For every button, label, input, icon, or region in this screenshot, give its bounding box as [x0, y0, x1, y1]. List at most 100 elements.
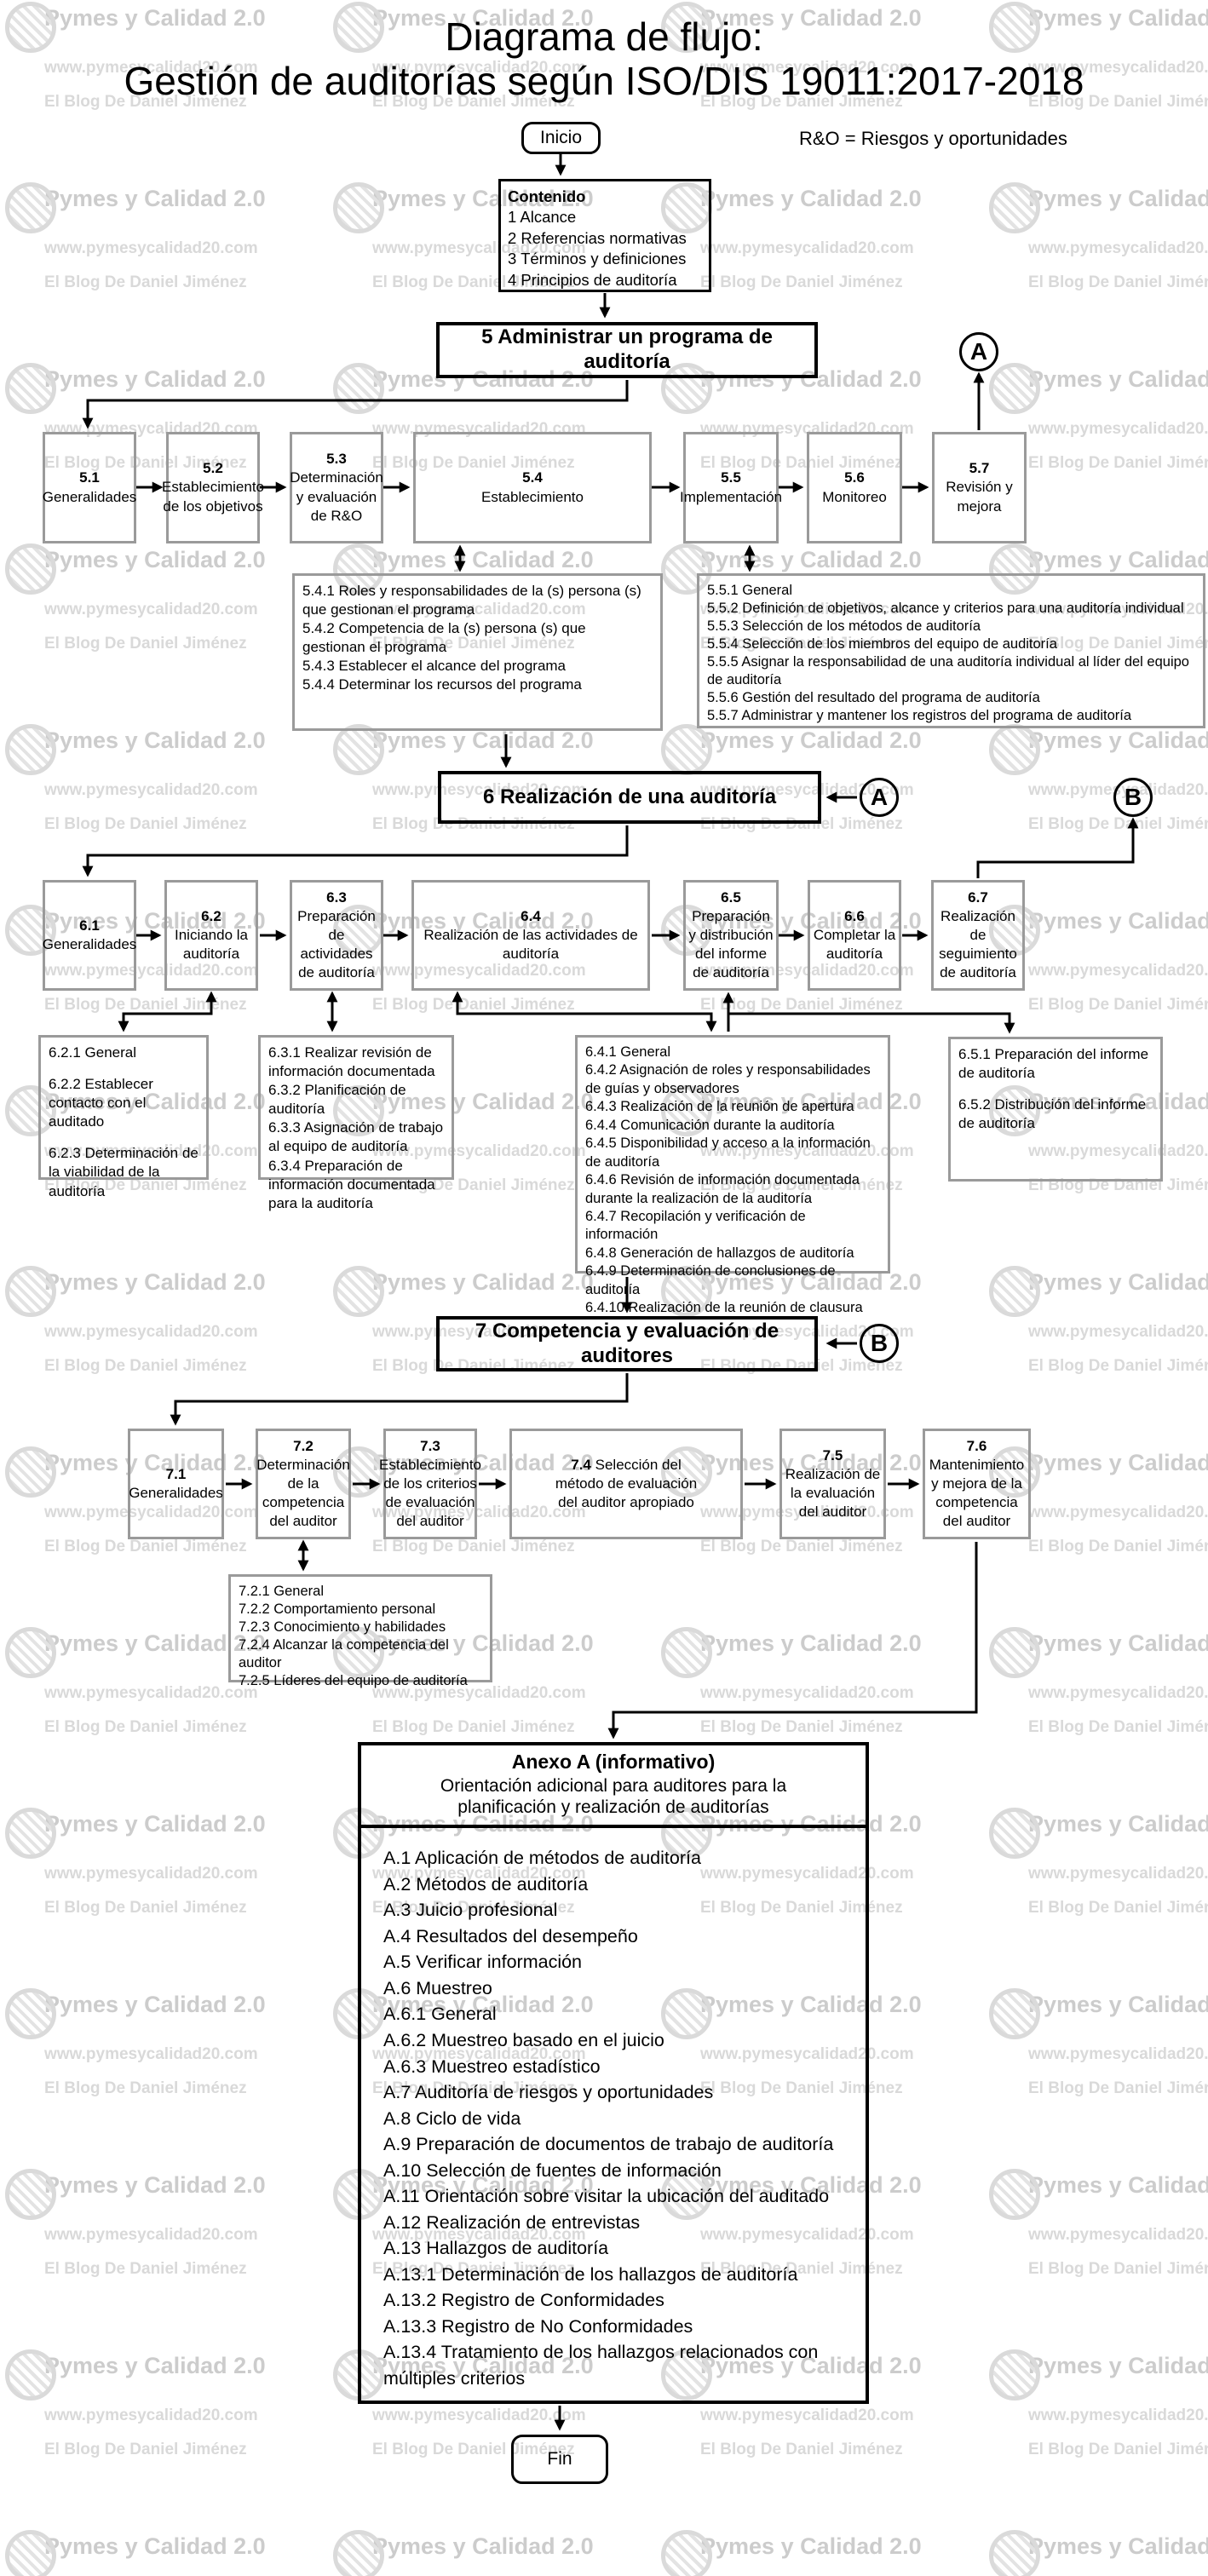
start-node: Inicio	[521, 122, 601, 154]
arrow-76-anexo	[607, 1542, 978, 1739]
detail-6-4: 6.4.1 General 6.4.2 Asignación de roles y…	[575, 1035, 890, 1315]
detail-item: A.7 Auditoría de riesgos y oportunidades	[383, 2082, 714, 2103]
detail-item: 5.5.6 Gestión del resultado del programa…	[707, 689, 1040, 705]
arrow-67-circleB	[976, 817, 1139, 878]
detail-item: 7.2.4 Alcanzar la competencia del audito…	[239, 1636, 449, 1670]
detail-item: A.13.2 Registro de Conformidades	[383, 2290, 664, 2311]
connector-b-label: B	[870, 1330, 889, 1356]
contenido-item: 2 Referencias normativas	[508, 228, 687, 247]
detail-item: A.6 Muestreo	[383, 1977, 492, 1998]
detail-item: 6.4.6 Revisión de información documentad…	[585, 1172, 860, 1206]
detail-item: 6.5.2 Distribución del informe de audito…	[958, 1096, 1147, 1132]
detail-item: 6.4.5 Disponibilidad y acceso a la infor…	[585, 1136, 871, 1170]
detail-item: 5.4.4 Determinar los recursos del progra…	[302, 676, 582, 693]
anexo-title: Anexo A (informativo)	[511, 1751, 716, 1773]
connector-a-label: A	[969, 338, 988, 365]
detail-item: 6.3.3 Asignación de trabajo al equipo de…	[268, 1119, 444, 1155]
box-7-4: 7.4 Selección del método de evaluación d…	[509, 1429, 743, 1539]
detail-item: 6.3.4 Preparación de información documen…	[268, 1157, 435, 1211]
detail-7-2: 7.2.1 General 7.2.2 Comportamiento person…	[228, 1574, 492, 1688]
detail-item: 6.2.1 General	[49, 1044, 137, 1061]
detail-item: 7.2.2 Comportamiento personal	[239, 1601, 436, 1617]
arrow-header6-box61	[82, 825, 629, 877]
arrow-62-detail	[118, 991, 217, 1032]
legend-note: R&O = Riesgos y oportunidades	[799, 128, 1067, 149]
section6-header: 6 Realización de una auditoría	[438, 771, 821, 824]
contenido-box: Contenido 1 Alcance 2 Referencias normat…	[498, 179, 711, 292]
detail-item: 6.4.7 Recopilación y verificación de inf…	[585, 1208, 806, 1243]
detail-item: A.13.3 Registro de No Conformidades	[383, 2315, 693, 2337]
detail-item: A.5 Verificar información	[383, 1952, 583, 1973]
contenido-title: Contenido	[508, 187, 586, 205]
contenido-item: 4 Principios de auditoría	[508, 270, 677, 289]
detail-6-3: 6.3.1 Realizar revisión de información d…	[258, 1035, 454, 1211]
detail-item: A.13.4 Tratamiento de los hallazgos rela…	[383, 2342, 819, 2389]
detail-item: A.4 Resultados del desempeño	[383, 1925, 638, 1946]
detail-item: 5.5.5 Asignar la responsabilidad de una …	[707, 653, 1189, 687]
detail-item: 6.2.3 Determinación de la viabilidad de …	[49, 1145, 198, 1199]
detail-item: 6.3.1 Realizar revisión de información d…	[268, 1044, 435, 1080]
detail-item: A.3 Juicio profesional	[383, 1900, 558, 1921]
detail-item: 6.4.10 Realización de la reunión de clau…	[585, 1300, 863, 1316]
detail-item: A.13.1 Determinación de los hallazgos de…	[383, 2263, 798, 2285]
connector-b-section7: B	[860, 1324, 899, 1363]
detail-item: A.13 Hallazgos de auditoría	[383, 2238, 609, 2259]
detail-item: 5.4.1 Roles y responsabilidades de la (s…	[302, 583, 641, 618]
arrow-65-detail	[729, 1012, 1015, 1034]
detail-item: A.10 Selección de fuentes de información	[383, 2159, 722, 2181]
detail-5-4: 5.4.1 Roles y responsabilidades de la (s…	[292, 573, 663, 731]
detail-item: 7.2.3 Conocimiento y habilidades	[239, 1619, 446, 1635]
detail-item: 5.5.4 Selección de los miembros del equi…	[707, 635, 1057, 652]
contenido-item: 1 Alcance	[508, 208, 577, 227]
detail-item: A.2 Métodos de auditoría	[383, 1873, 589, 1895]
detail-item: A.12 Realización de entrevistas	[383, 2211, 641, 2233]
connector-a-label: A	[870, 784, 889, 810]
detail-item: 6.4.2 Asignación de roles y responsabili…	[585, 1062, 871, 1096]
arrow-header7-box71	[170, 1373, 629, 1426]
connector-b-label: B	[1124, 784, 1142, 810]
section5-header: 5 Administrar un programa de auditoría	[436, 322, 818, 378]
anexo-a-box: Anexo A (informativo) Orientación adicio…	[358, 1742, 869, 2404]
detail-item: 6.4.1 General	[585, 1044, 670, 1060]
detail-item: 6.5.1 Preparación del informe de auditor…	[958, 1046, 1149, 1082]
detail-item: 5.5.3 Selección de los métodos de audito…	[707, 618, 981, 634]
detail-item: A.9 Preparación de documentos de trabajo…	[383, 2134, 834, 2155]
detail-item: 7.2.1 General	[239, 1584, 324, 1599]
detail-item: A.8 Ciclo de vida	[383, 2107, 521, 2129]
end-node: Fin	[511, 2435, 608, 2484]
connector-a-section6: A	[860, 778, 899, 817]
arrow-64-detail	[452, 991, 717, 1032]
detail-item: A.6.3 Muestreo estadístico	[383, 2056, 601, 2077]
detail-item: 6.2.2 Establecer contacto con el auditad…	[49, 1076, 153, 1130]
contenido-item: 3 Términos y definiciones	[508, 250, 687, 268]
detail-item: 5.5.7 Administrar y mantener los registr…	[707, 707, 1131, 723]
detail-item: 6.4.3 Realización de la reunión de apert…	[585, 1099, 854, 1115]
section5-header-label: 5 Administrar un programa de auditoría	[481, 325, 773, 373]
detail-item: 5.5.2 Definición de objetivos, alcance y…	[707, 600, 1184, 616]
detail-item: 6.4.9 Determinación de conclusiones de a…	[585, 1263, 836, 1297]
detail-item: 5.4.2 Competencia de la (s) persona (s) …	[302, 620, 586, 656]
page-title-line2: Gestión de auditorías según ISO/DIS 1901…	[124, 59, 1084, 103]
detail-item: A.6.2 Muestreo basado en el juicio	[383, 2029, 664, 2050]
